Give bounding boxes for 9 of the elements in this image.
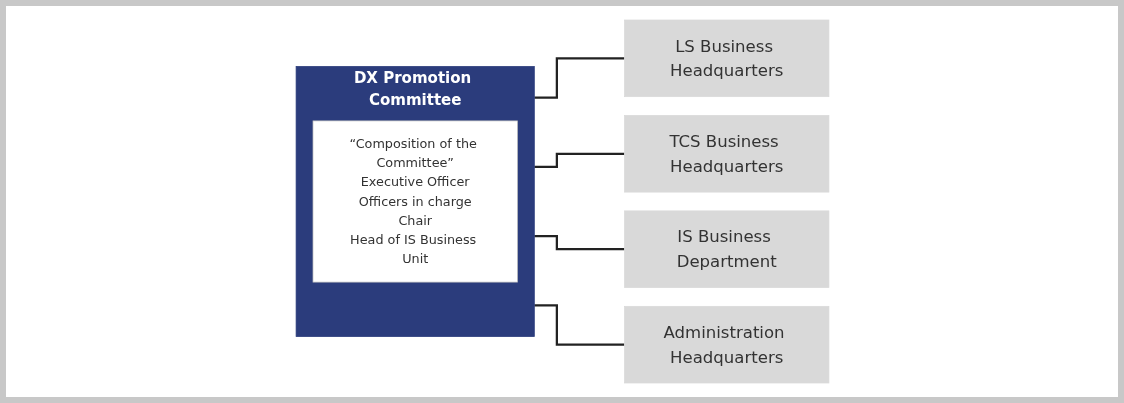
node-box: IS Business Department (623, 210, 829, 288)
node-box: “Composition of the Committee” Executive Officer Officers in charge Chair Head of IS Business Unit (312, 120, 518, 283)
connector (533, 152, 624, 168)
connector (533, 304, 624, 346)
node-box: TCS Business Headquarters (623, 115, 829, 193)
connector (533, 57, 624, 99)
connector (533, 235, 624, 251)
node-box: Administration Headquarters (623, 305, 829, 384)
node-box: LS Business Headquarters (623, 19, 829, 98)
